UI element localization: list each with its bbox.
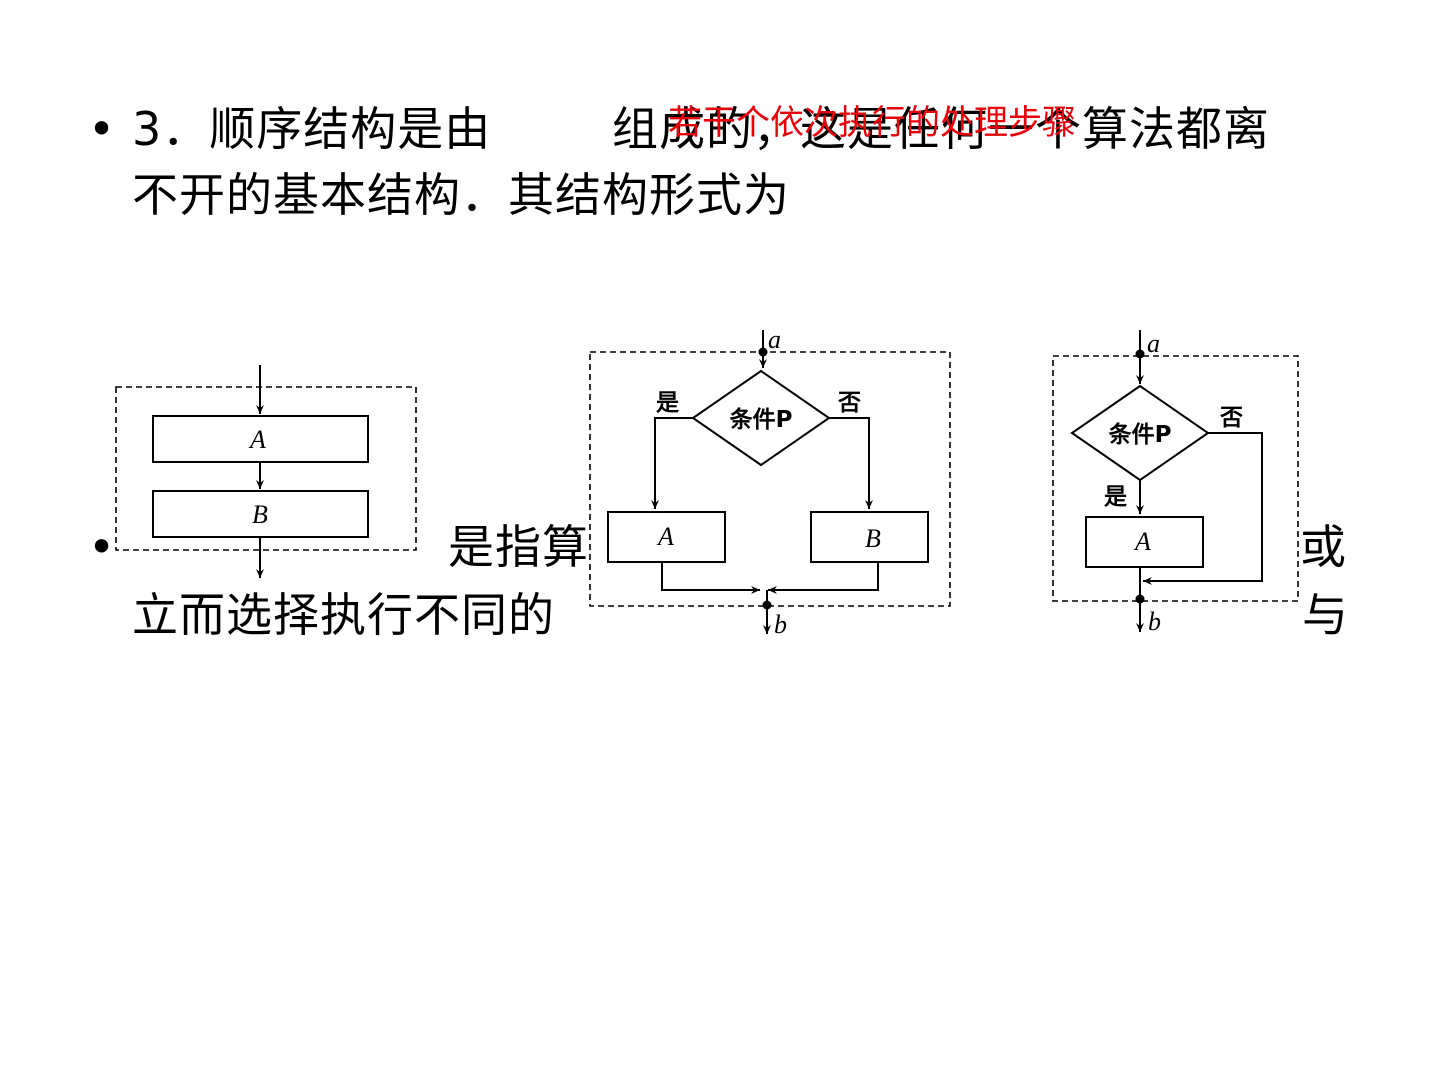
- two-branch-entry-label: a: [768, 325, 781, 354]
- selection-one-branch-diagram: a 条件P 是 否 A b: [1052, 329, 1299, 636]
- two-branch-yes-label: 是: [656, 390, 679, 416]
- two-branch-box-b: [810, 511, 929, 563]
- bullet-4: •: [88, 520, 116, 574]
- one-branch-entry-dot: [1135, 349, 1145, 359]
- bullet-3: •: [88, 102, 116, 156]
- p3-line2: 不开的基本结构．其结构形式为: [132, 168, 790, 222]
- one-branch-dashed-frame: [1052, 355, 1299, 602]
- two-branch-condition-diamond: [691, 369, 831, 467]
- sequence-box-a: [152, 415, 369, 463]
- one-branch-entry-label: a: [1147, 329, 1160, 358]
- one-branch-exit-label: b: [1148, 607, 1161, 636]
- two-branch-exit-label: b: [774, 610, 787, 639]
- one-branch-box-a: [1085, 516, 1204, 568]
- sequence-box-a-label: A: [248, 425, 266, 454]
- one-branch-box-a-label: A: [1133, 527, 1151, 556]
- one-branch-no-label: 否: [1219, 405, 1243, 431]
- p3-line1-right: 组成的，这是任何一个算法都离: [612, 102, 1270, 156]
- p4-line1-end: 或: [1300, 520, 1347, 574]
- p4-line1-mid: 是指算: [448, 520, 589, 574]
- two-branch-box-b-label: B: [865, 524, 881, 553]
- two-branch-box-a: [607, 511, 726, 563]
- two-branch-no-label: 否: [837, 390, 861, 416]
- p3-line1-left: 3．顺序结构是由: [132, 102, 492, 156]
- one-branch-condition-label: 条件P: [1109, 421, 1172, 448]
- sequence-diagram: A B: [115, 365, 417, 578]
- two-branch-entry-dot: [758, 347, 768, 357]
- selection-two-branch-diagram: a 条件P 是 否 A B b: [589, 325, 951, 639]
- p3-answer-overlay: 若干个依次执行的处理步骤: [668, 103, 1076, 143]
- sequence-box-b-label: B: [252, 500, 268, 529]
- two-branch-condition-label: 条件P: [730, 406, 793, 433]
- p4-line2-end: 与: [1302, 588, 1349, 642]
- sequence-dashed-frame: [115, 386, 417, 551]
- one-branch-exit-dot: [1135, 594, 1145, 604]
- two-branch-box-a-label: A: [656, 522, 674, 551]
- one-branch-yes-label: 是: [1104, 484, 1127, 510]
- p4-line2-left: 立而选择执行不同的: [132, 588, 555, 642]
- two-branch-exit-dot: [762, 600, 772, 610]
